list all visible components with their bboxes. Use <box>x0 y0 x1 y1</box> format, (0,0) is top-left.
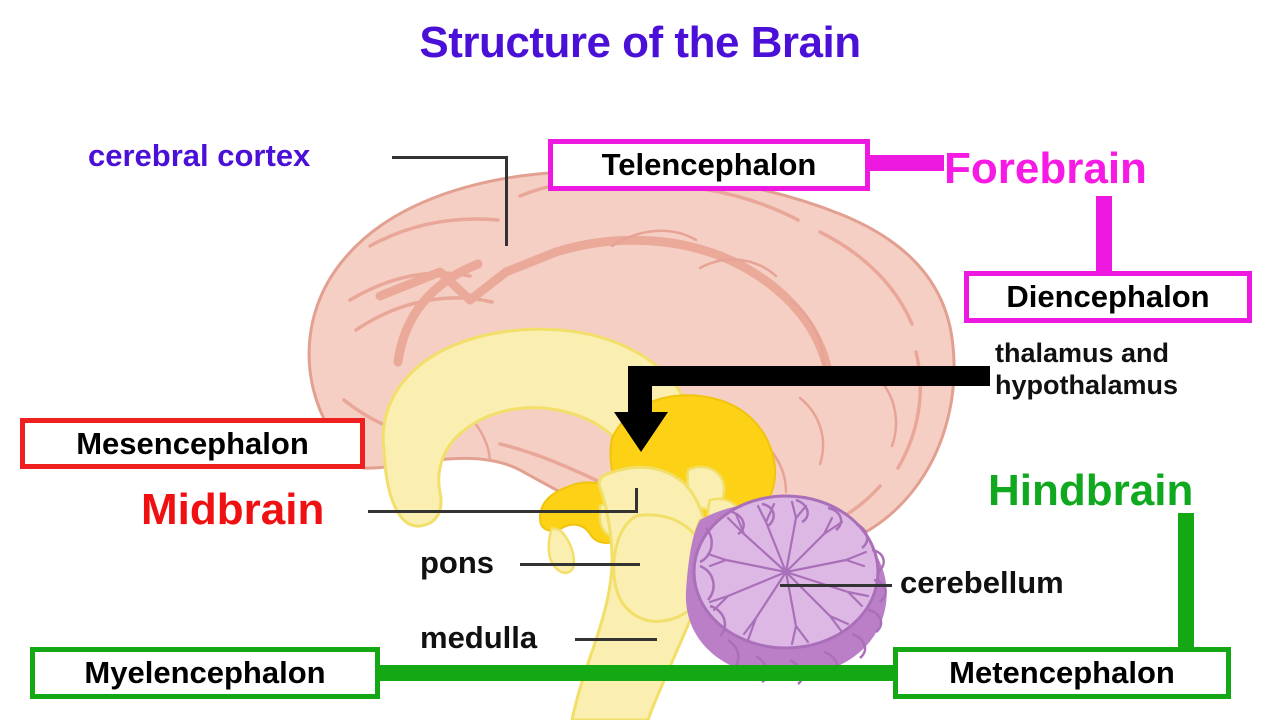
term-box-mesencephalon-label: Mesencephalon <box>76 425 309 461</box>
brainstem-shape <box>570 465 760 720</box>
cerebellum-leader-line <box>780 584 892 587</box>
term-box-metencephalon-label: Metencephalon <box>949 655 1175 690</box>
division-label-forebrain: Forebrain <box>944 144 1147 193</box>
term-box-telencephalon-label: Telencephalon <box>601 147 817 182</box>
forebrain-telencephalon-connector <box>870 155 944 171</box>
anatomy-label-cerebellum: cerebellum <box>900 565 1064 600</box>
cerebellum-shape <box>685 494 887 685</box>
medulla-leader-line <box>575 638 657 641</box>
midbrain-leader-vertical <box>635 488 638 513</box>
division-label-midbrain: Midbrain <box>141 485 325 534</box>
term-box-diencephalon-label: Diencephalon <box>1006 279 1210 314</box>
cerebral-cortex-leader-vertical <box>505 156 508 246</box>
pons-leader-line <box>520 563 640 566</box>
anatomy-label-medulla: medulla <box>420 620 538 655</box>
page-title: Structure of the Brain <box>419 18 861 67</box>
term-box-mesencephalon[interactable]: Mesencephalon <box>20 418 365 469</box>
division-label-hindbrain: Hindbrain <box>988 466 1194 515</box>
forebrain-diencephalon-connector <box>1096 196 1112 274</box>
term-box-myelencephalon-label: Myelencephalon <box>84 655 326 690</box>
cerebral-cortex-leader-horizontal <box>392 156 508 159</box>
anatomy-label-pons: pons <box>420 545 495 580</box>
anatomy-label-cerebral-cortex: cerebral cortex <box>88 138 311 173</box>
term-box-telencephalon[interactable]: Telencephalon <box>548 139 870 191</box>
hindbrain-metencephalon-connector <box>1178 513 1194 651</box>
myelencephalon-metencephalon-connector <box>376 665 897 681</box>
term-box-myelencephalon[interactable]: Myelencephalon <box>30 647 380 699</box>
midbrain-leader-horizontal <box>368 510 638 513</box>
thalamus-arrow-icon <box>614 366 990 452</box>
term-box-diencephalon[interactable]: Diencephalon <box>964 271 1252 323</box>
term-box-metencephalon[interactable]: Metencephalon <box>893 647 1231 699</box>
anatomy-label-thalamus-and-hypothalamus: thalamus and hypothalamus <box>995 338 1179 400</box>
